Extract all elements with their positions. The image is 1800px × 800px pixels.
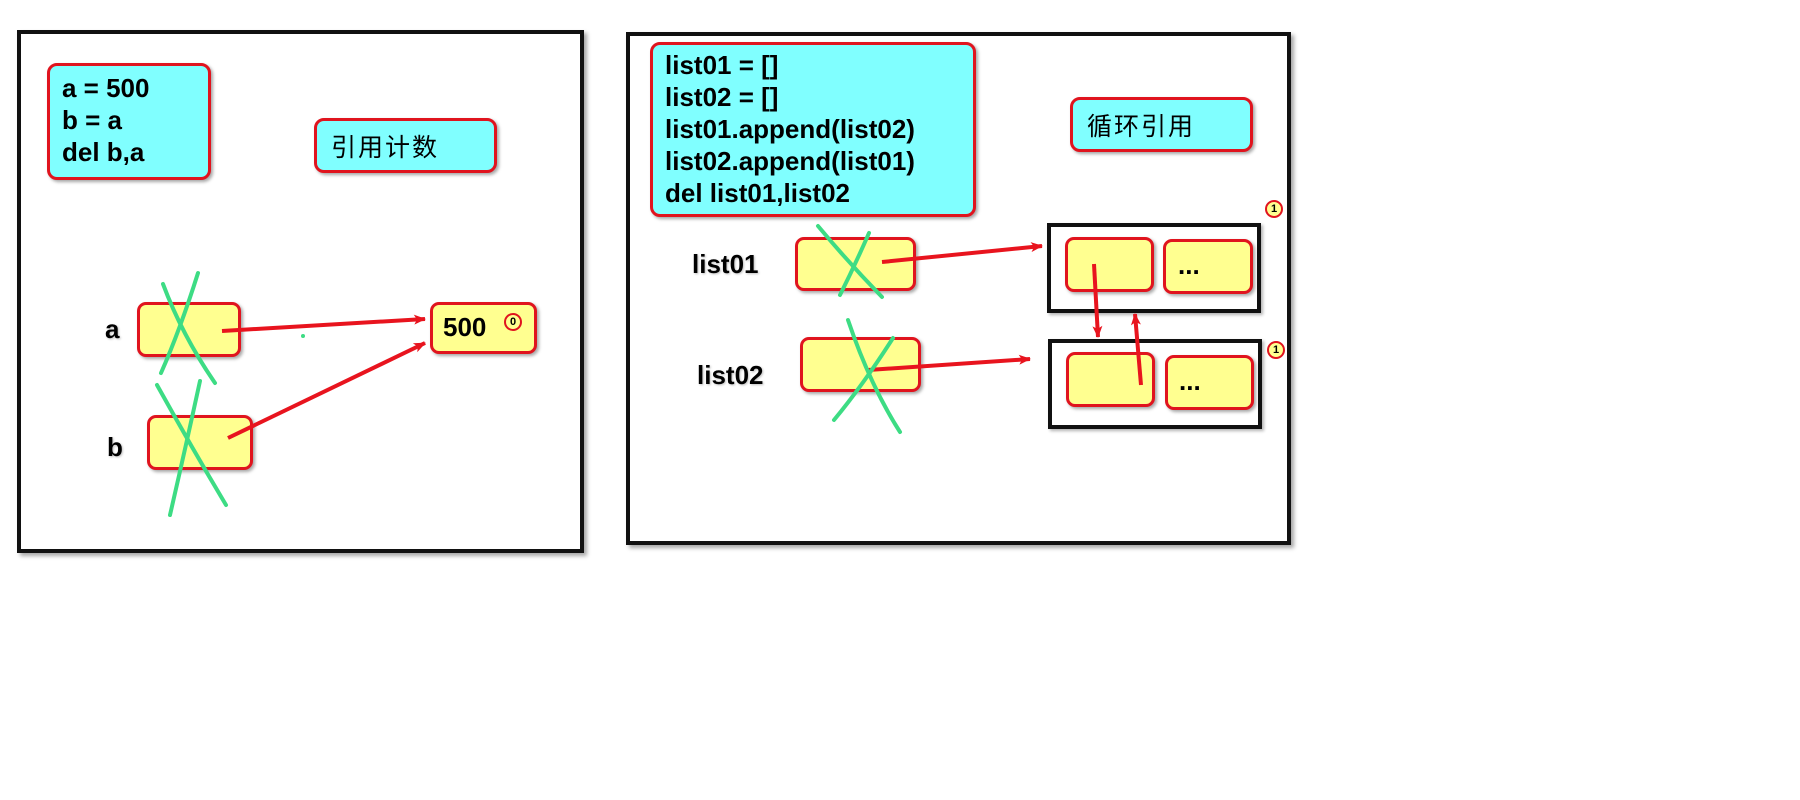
cross-b: [155, 379, 228, 517]
circular-ref-title: 循环引用: [1070, 97, 1253, 152]
arrow-list02-to-object: [867, 354, 1031, 372]
refcount-badge-list02: 1: [1267, 341, 1285, 359]
code-line: a = 500: [62, 73, 150, 103]
var-label-b: b: [107, 432, 123, 462]
stray-dot: [301, 334, 305, 338]
code-line: list02.append(list01): [665, 146, 915, 176]
code-line: b = a: [62, 105, 122, 135]
right-code-box: list01 = [] list02 = [] list01.append(li…: [650, 42, 976, 217]
object-500-value: 500: [443, 312, 487, 342]
code-line: list02 = []: [665, 82, 779, 112]
cross-list01: [816, 224, 884, 299]
code-line: del list01,list02: [665, 178, 850, 208]
var-label-a: a: [105, 314, 120, 344]
list01-slot-0: [1065, 237, 1154, 292]
list01-ellipsis: ...: [1178, 250, 1200, 280]
refcount-title: 引用计数: [314, 118, 497, 173]
arrow-list01-slot-to-list02: [1092, 263, 1103, 338]
list02-ellipsis: ...: [1179, 366, 1201, 396]
arrow-list02-slot-to-list01: [1130, 313, 1143, 386]
cross-list02: [832, 318, 902, 434]
refcount-badge-500: 0: [504, 313, 522, 331]
refcount-badge-list01: 1: [1265, 200, 1283, 218]
left-code-box: a = 500 b = a del b,a: [47, 63, 211, 180]
arrow-b-to-500: [227, 341, 426, 440]
list01-object-box: [1047, 223, 1261, 313]
arrow-list01-to-object: [881, 242, 1043, 264]
code-line: list01.append(list02): [665, 114, 915, 144]
list02-object-box: [1048, 339, 1262, 429]
var-label-list01: list01: [692, 249, 759, 279]
code-line: list01 = []: [665, 50, 779, 80]
arrow-a-to-500: [221, 314, 426, 333]
var-label-list02: list02: [697, 360, 764, 390]
list01-slot-1: [1163, 239, 1253, 294]
list02-slot-1: [1165, 355, 1254, 410]
cross-a: [159, 271, 217, 385]
code-line: del b,a: [62, 137, 145, 167]
